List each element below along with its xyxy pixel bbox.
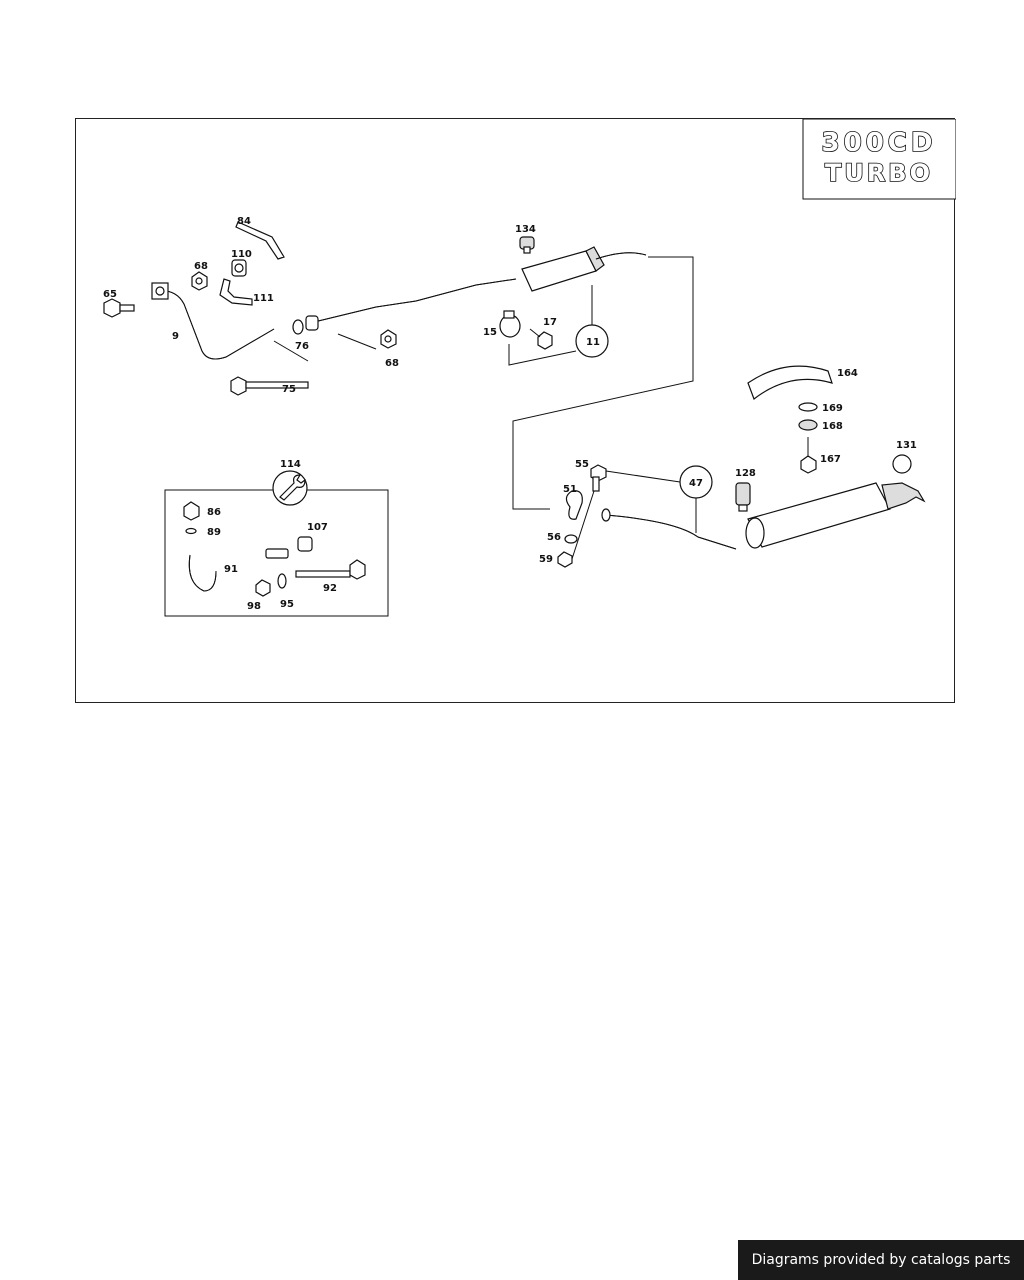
washer-169-icon xyxy=(798,402,818,412)
seal-ring-76-icon xyxy=(292,319,304,335)
pre-silencer-icon xyxy=(521,246,647,292)
callout-110: 110 xyxy=(231,249,252,260)
callout-98: 98 xyxy=(247,601,261,612)
callout-65: 65 xyxy=(103,289,117,300)
callout-15: 15 xyxy=(483,327,497,338)
callout-128: 128 xyxy=(735,468,756,479)
callout-76: 76 xyxy=(295,341,309,352)
callout-75: 75 xyxy=(282,384,296,395)
rubber-mount-128-icon xyxy=(735,482,751,512)
callout-labels: 9 11 15 17 47 51 55 56 59 65 68 68 75 76… xyxy=(103,216,917,612)
rear-muffler-icon xyxy=(745,482,926,549)
callout-114: 114 xyxy=(280,459,301,470)
bolt-92-icon xyxy=(295,559,366,580)
model-badge: 300CD TURBO xyxy=(802,119,956,200)
callout-51: 51 xyxy=(563,484,577,495)
washer-95-icon xyxy=(277,573,287,589)
callout-59: 59 xyxy=(539,554,553,565)
bushing-107-icon xyxy=(297,536,313,552)
callout-86: 86 xyxy=(207,507,221,518)
callout-68-lower: 68 xyxy=(385,358,399,369)
hardware-kit xyxy=(164,470,389,617)
callout-56: 56 xyxy=(547,532,561,543)
callout-92: 92 xyxy=(323,583,337,594)
bolt-55-icon xyxy=(590,464,607,492)
callout-11: 11 xyxy=(586,337,600,348)
callout-55: 55 xyxy=(575,459,589,470)
callout-169: 169 xyxy=(822,403,843,414)
callout-84: 84 xyxy=(237,216,251,227)
front-pipe-assembly xyxy=(103,221,694,510)
exhaust-diagram-frame: 300CD TURBO xyxy=(75,118,956,703)
callout-167: 167 xyxy=(820,454,841,465)
callout-164: 164 xyxy=(837,368,858,379)
clamp-51-icon xyxy=(565,490,583,520)
bracket-111-icon xyxy=(219,278,253,306)
callout-68: 68 xyxy=(194,261,208,272)
badge-line-2: TURBO xyxy=(825,159,933,187)
washer-89-icon xyxy=(185,527,197,535)
callout-91: 91 xyxy=(224,564,238,575)
callout-17: 17 xyxy=(543,317,557,328)
credit-text: Diagrams provided by catalogs parts xyxy=(751,1252,1011,1268)
bushing-110-icon xyxy=(231,259,247,277)
nut-68-lower-icon xyxy=(380,329,397,349)
callout-9: 9 xyxy=(172,331,179,342)
callout-168: 168 xyxy=(822,421,843,432)
credit-footer: Diagrams provided by catalogs parts xyxy=(738,1240,1024,1280)
sleeve-icon xyxy=(265,548,289,559)
heat-shield-164-icon xyxy=(747,365,833,400)
callout-95: 95 xyxy=(280,599,294,610)
callout-111: 111 xyxy=(253,293,274,304)
nut-98-icon xyxy=(255,579,271,597)
callout-131: 131 xyxy=(896,440,917,451)
rubber-mount-134-icon xyxy=(519,236,535,254)
washer-56-icon xyxy=(564,534,578,544)
badge-line-1: 300CD xyxy=(822,128,937,158)
rear-muffler-assembly xyxy=(557,365,926,568)
exhaust-system-diagram: 300CD TURBO xyxy=(103,119,956,617)
screw-167-icon xyxy=(800,437,817,474)
nut-68-icon xyxy=(191,271,208,291)
bolt-65-icon xyxy=(103,298,135,318)
damper-168-icon xyxy=(798,419,818,431)
callout-134: 134 xyxy=(515,224,536,235)
callout-47: 47 xyxy=(689,478,703,489)
callout-89: 89 xyxy=(207,527,221,538)
bolt-75-icon xyxy=(230,376,309,396)
nut-59-icon xyxy=(557,551,573,568)
screw-17-icon xyxy=(529,328,553,350)
clamp-15-icon xyxy=(499,310,521,338)
bracket-84-icon xyxy=(235,221,285,260)
callout-107: 107 xyxy=(307,522,328,533)
gasket-131-icon xyxy=(892,454,912,474)
nut-86-icon xyxy=(183,501,200,521)
